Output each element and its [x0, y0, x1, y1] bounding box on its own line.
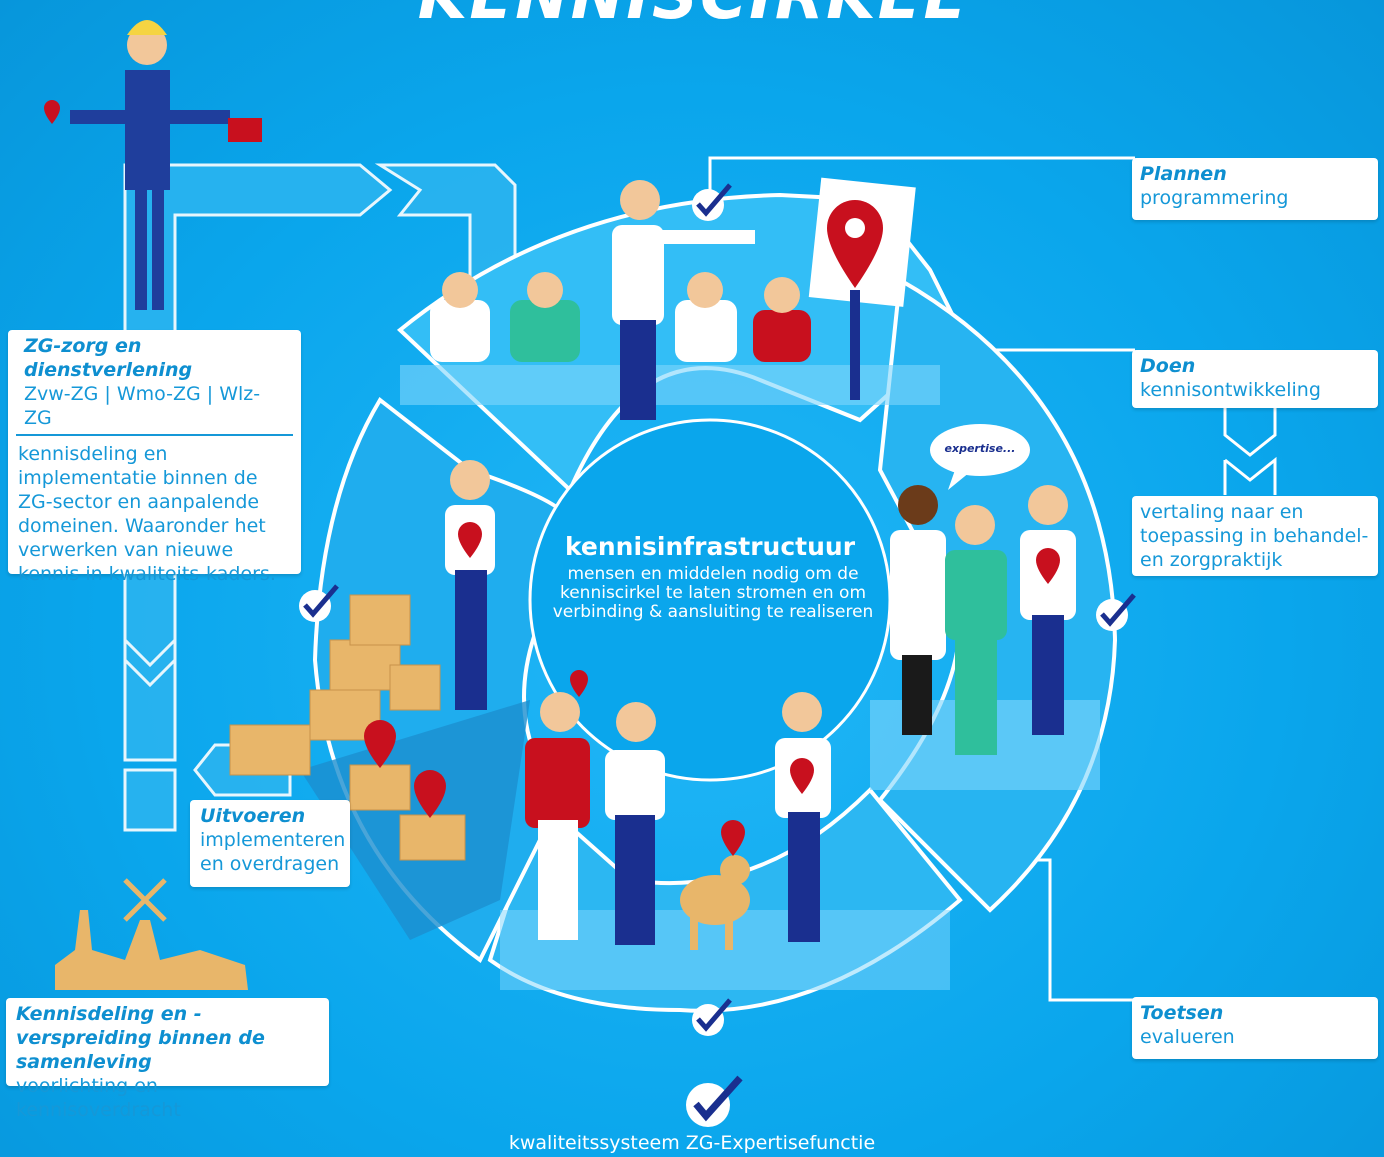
bubble-text: expertise...	[944, 442, 1016, 455]
samenleving-title: Kennisdeling en -verspreiding binnen de …	[16, 1003, 265, 1073]
toetsen-title: Toetsen	[1140, 1002, 1224, 1024]
person-blind	[605, 702, 665, 945]
check-left	[299, 584, 339, 622]
samenleving-box: Kennisdeling en -verspreiding binnen de …	[6, 998, 329, 1121]
guide-dog	[680, 855, 750, 950]
person-doctor	[890, 485, 946, 735]
person-red-shirt	[525, 692, 590, 940]
check-footer	[686, 1075, 743, 1127]
zg-body: kennisdeling en implementatie binnen de …	[18, 443, 276, 585]
person-nurse	[945, 505, 1007, 755]
uitvoeren-box: Uitvoeren implementeren en overdragen	[190, 800, 350, 887]
uitvoeren-subtitle: implementeren en overdragen	[200, 829, 346, 875]
person-pointing	[612, 180, 755, 420]
person-manager	[44, 20, 262, 310]
map-pin-sign	[808, 177, 916, 400]
map-pins	[364, 522, 1060, 856]
boxes-stairs	[229, 594, 466, 861]
samenleving-subtitle: voorlichting en kennisoverdracht	[16, 1075, 181, 1121]
toetsen-box: Toetsen evalueren	[1132, 997, 1378, 1059]
doen-box: Doen kennisontwikkeling	[1132, 350, 1378, 408]
seated-people	[430, 272, 811, 362]
zg-box: ZG-zorg en dienstverlening Zvw-ZG | Wmo-…	[8, 330, 301, 585]
plannen-subtitle: programmering	[1140, 187, 1289, 209]
person-left	[445, 460, 495, 710]
vertaling-box: vertaling naar en toepassing in behandel…	[1132, 496, 1378, 576]
zg-subtitle: Zvw-ZG | Wmo-ZG | Wlz-ZG	[24, 383, 261, 429]
page-title: KENNISCIRKEL	[0, 0, 1384, 34]
uitvoeren-title: Uitvoeren	[200, 805, 306, 827]
footer-label: kwaliteitssysteem ZG-Expertisefunctie	[508, 1132, 876, 1154]
checkmarks	[299, 183, 1136, 1127]
toetsen-subtitle: evalueren	[1140, 1026, 1235, 1048]
center-description: mensen en middelen nodig om de kenniscir…	[552, 564, 874, 622]
people	[44, 20, 1076, 950]
plannen-title: Plannen	[1140, 163, 1227, 185]
plannen-box: Plannen programmering	[1132, 158, 1378, 220]
doen-subtitle: kennisontwikkeling	[1140, 379, 1321, 401]
town-windmill	[55, 878, 248, 990]
check-top	[692, 183, 732, 221]
doen-title: Doen	[1140, 355, 1196, 377]
center-title: kennisinfrastructuur	[564, 532, 856, 561]
zg-title: ZG-zorg en dienstverlening	[24, 335, 193, 381]
speech-bubble	[930, 424, 1030, 490]
check-bottom	[692, 998, 732, 1036]
check-right	[1096, 593, 1136, 631]
